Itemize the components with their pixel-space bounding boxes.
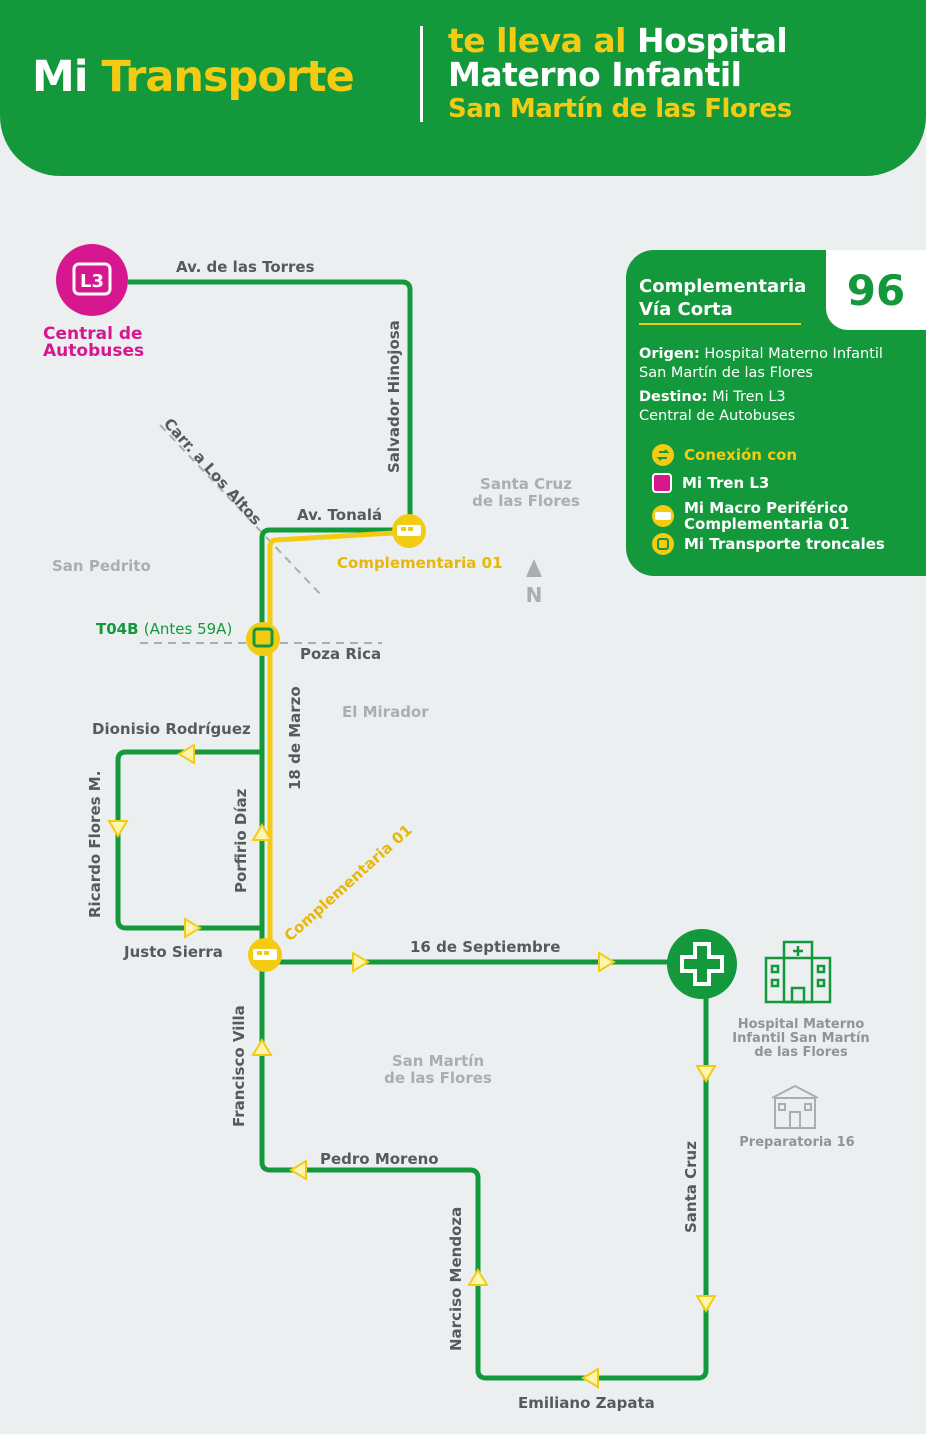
destination-label: Destino:	[639, 389, 708, 405]
street-justo-sierra: Justo Sierra	[123, 943, 223, 961]
connection-troncales-label: Mi Transporte troncales	[684, 535, 885, 553]
street-av-tonala: Av. Tonalá	[297, 506, 382, 524]
street-18-marzo: 18 de Marzo	[286, 686, 304, 790]
area-san-martin-2: de las Flores	[384, 1069, 492, 1087]
brand-logo: Mi Transporte	[32, 52, 355, 102]
macro-bus-icon	[652, 505, 674, 527]
street-pedro-moreno: Pedro Moreno	[320, 1150, 439, 1168]
area-santa-cruz-1: Santa Cruz	[480, 475, 572, 493]
hospital-label-1: Hospital Materno	[738, 1017, 865, 1032]
central-label-1: Central de	[43, 324, 143, 344]
route-type: Complementaria	[639, 276, 807, 297]
street-ricardo-flores: Ricardo Flores M.	[86, 771, 104, 918]
destination-line-1: Mi Tren L3	[712, 389, 786, 405]
hospital-label-2: Infantil San Martín	[732, 1031, 869, 1046]
arrow-left-icon	[290, 1160, 307, 1180]
complementaria-01-line	[267, 529, 411, 958]
arrow-up-icon	[468, 1269, 488, 1286]
street-porfirio-diaz: Porfirio Díaz	[232, 788, 250, 893]
l3-badge: L3	[80, 271, 104, 292]
route-variant: Vía Corta	[639, 299, 733, 320]
street-poza-rica: Poza Rica	[300, 645, 381, 663]
l3-station-icon: L3	[56, 244, 128, 316]
route-segment-main	[259, 527, 709, 1381]
destination-line-2: Central de Autobuses	[639, 408, 796, 424]
route-number-badge: 96	[826, 250, 926, 330]
connection-item-macro: Mi Macro Periférico Complementaria 01	[652, 500, 850, 532]
tagline-lleva: te lleva al	[448, 21, 627, 60]
hospital-building-icon	[764, 940, 832, 1004]
t04b-code: T04B	[96, 620, 139, 638]
l3-train-icon	[652, 473, 672, 493]
tagline-hospital: Hospital	[637, 21, 788, 60]
arrow-right-icon	[352, 952, 369, 972]
north-label: N	[526, 583, 543, 607]
connection-arrows-icon	[652, 444, 674, 466]
header-tagline: te lleva al Hospital Materno Infantil Sa…	[448, 24, 792, 126]
area-san-martin-1: San Martín	[392, 1052, 484, 1070]
brand-transporte: Transporte	[101, 52, 355, 102]
connection-l3-label: Mi Tren L3	[682, 474, 770, 492]
complementaria-01-label: Complementaria 01	[337, 554, 503, 572]
origin-line-1: Hospital Materno Infantil	[704, 346, 883, 362]
title-underline	[639, 323, 801, 325]
route-title: Complementaria Vía Corta	[639, 275, 806, 321]
hospital-cross-icon	[667, 929, 737, 999]
arrow-left-icon	[582, 1368, 599, 1388]
connection-macro-line-1: Mi Macro Periférico	[684, 499, 849, 517]
route-info-panel: Complementaria Vía Corta 96 Origen: Hosp…	[626, 250, 926, 576]
arrow-down-icon	[696, 1295, 716, 1312]
arrow-down-icon	[108, 820, 128, 837]
justo-sierra-stop-icon	[248, 938, 282, 972]
north-arrow-icon: N	[526, 559, 543, 607]
connection-macro-label: Mi Macro Periférico Complementaria 01	[684, 500, 850, 532]
street-carr-altos: Carr. a Los Altos	[160, 415, 265, 529]
connection-heading: Conexión con	[652, 444, 797, 466]
arrow-left-icon	[178, 744, 195, 764]
t04b-label: T04B (Antes 59A)	[96, 620, 232, 638]
area-santa-cruz-2: de las Flores	[472, 492, 580, 510]
connection-title: Conexión con	[684, 446, 798, 464]
troncal-bus-icon	[652, 533, 674, 555]
route-segment-torres	[128, 279, 413, 530]
tagline-san-martin: San Martín de las Flores	[448, 94, 792, 124]
origin-block: Origen: Hospital Materno Infantil San Ma…	[639, 345, 883, 383]
complementaria-01-diagonal-label: Complementaria 01	[281, 821, 416, 945]
arrow-right-icon	[184, 918, 201, 938]
street-francisco-villa: Francisco Villa	[230, 1005, 248, 1127]
t04b-note: (Antes 59A)	[144, 620, 233, 638]
street-emiliano-zapata: Emiliano Zapata	[518, 1394, 655, 1412]
street-dionisio: Dionisio Rodríguez	[92, 720, 251, 738]
street-16-septiembre: 16 de Septiembre	[410, 938, 560, 956]
central-label-2: Autobuses	[43, 341, 144, 361]
origin-label: Origen:	[639, 346, 700, 362]
hospital-label-3: de las Flores	[754, 1045, 848, 1060]
area-el-mirador: El Mirador	[342, 703, 429, 721]
prepa-label: Preparatoria 16	[739, 1135, 854, 1150]
complementaria-stop-icon	[392, 514, 426, 548]
connection-item-l3: Mi Tren L3	[652, 473, 769, 493]
street-narciso-mendoza: Narciso Mendoza	[447, 1207, 465, 1351]
tagline-materno: Materno Infantil	[448, 55, 742, 94]
arrow-right-icon	[598, 952, 615, 972]
route-segment-loop	[115, 749, 262, 931]
street-av-torres: Av. de las Torres	[176, 258, 315, 276]
area-san-pedrito: San Pedrito	[52, 557, 151, 575]
header-divider	[420, 26, 423, 122]
school-building-icon	[771, 1084, 819, 1129]
destination-block: Destino: Mi Tren L3 Central de Autobuses	[639, 388, 795, 426]
street-salvador-hinojosa: Salvador Hinojosa	[385, 320, 403, 473]
arrow-up-icon	[252, 1039, 272, 1056]
dashed-road-altos	[159, 424, 323, 597]
street-santa-cruz: Santa Cruz	[682, 1141, 700, 1233]
connection-macro-line-2: Complementaria 01	[684, 515, 850, 533]
brand-mi: Mi	[32, 52, 89, 102]
header-banner: Mi Transporte te lleva al Hospital Mater…	[0, 0, 926, 176]
arrow-down-icon	[696, 1065, 716, 1082]
origin-line-2: San Martín de las Flores	[639, 365, 813, 381]
t04b-bus-stop-icon	[246, 622, 280, 656]
connection-item-troncales: Mi Transporte troncales	[652, 533, 885, 555]
